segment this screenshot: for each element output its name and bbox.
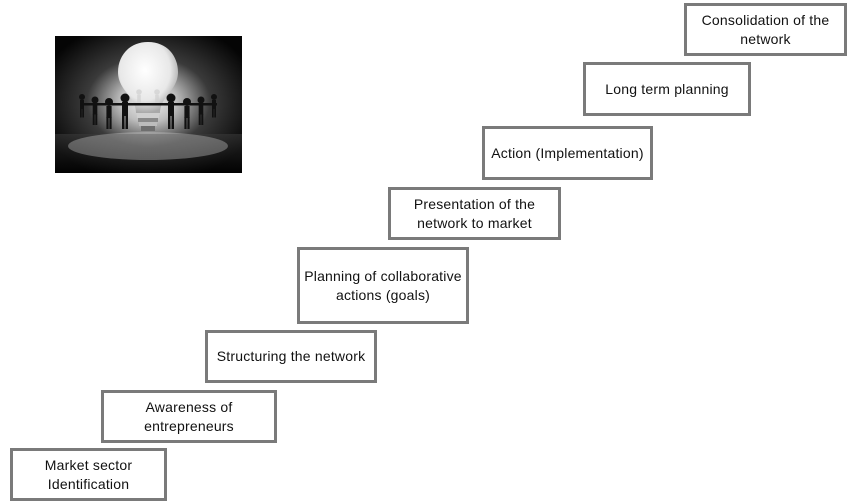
step-label: Presentation of the network to market xyxy=(413,195,536,231)
step-label: Consolidation of the network xyxy=(701,11,830,47)
step-long-term-planning: Long term planning xyxy=(583,62,751,116)
step-planning-of-collaborative-actions: Planning of collaborative actions (goals… xyxy=(297,247,469,324)
step-awareness-of-entrepreneurs: Awareness of entrepreneurs xyxy=(101,390,277,443)
step-label: Action (Implementation) xyxy=(491,144,644,161)
step-label: Awareness of entrepreneurs xyxy=(144,398,234,434)
step-label: Market sector Identification xyxy=(44,456,133,492)
step-presentation-to-market: Presentation of the network to market xyxy=(388,187,561,240)
step-consolidation-of-the-network: Consolidation of the network xyxy=(684,3,847,56)
step-label: Long term planning xyxy=(605,80,729,97)
lightbulb-with-people-icon xyxy=(55,36,242,173)
step-action-implementation: Action (Implementation) xyxy=(482,126,653,180)
step-structuring-the-network: Structuring the network xyxy=(205,330,377,383)
step-market-sector-identification: Market sector Identification xyxy=(10,448,167,501)
step-label: Planning of collaborative actions (goals… xyxy=(304,267,462,303)
step-label: Structuring the network xyxy=(216,348,366,364)
